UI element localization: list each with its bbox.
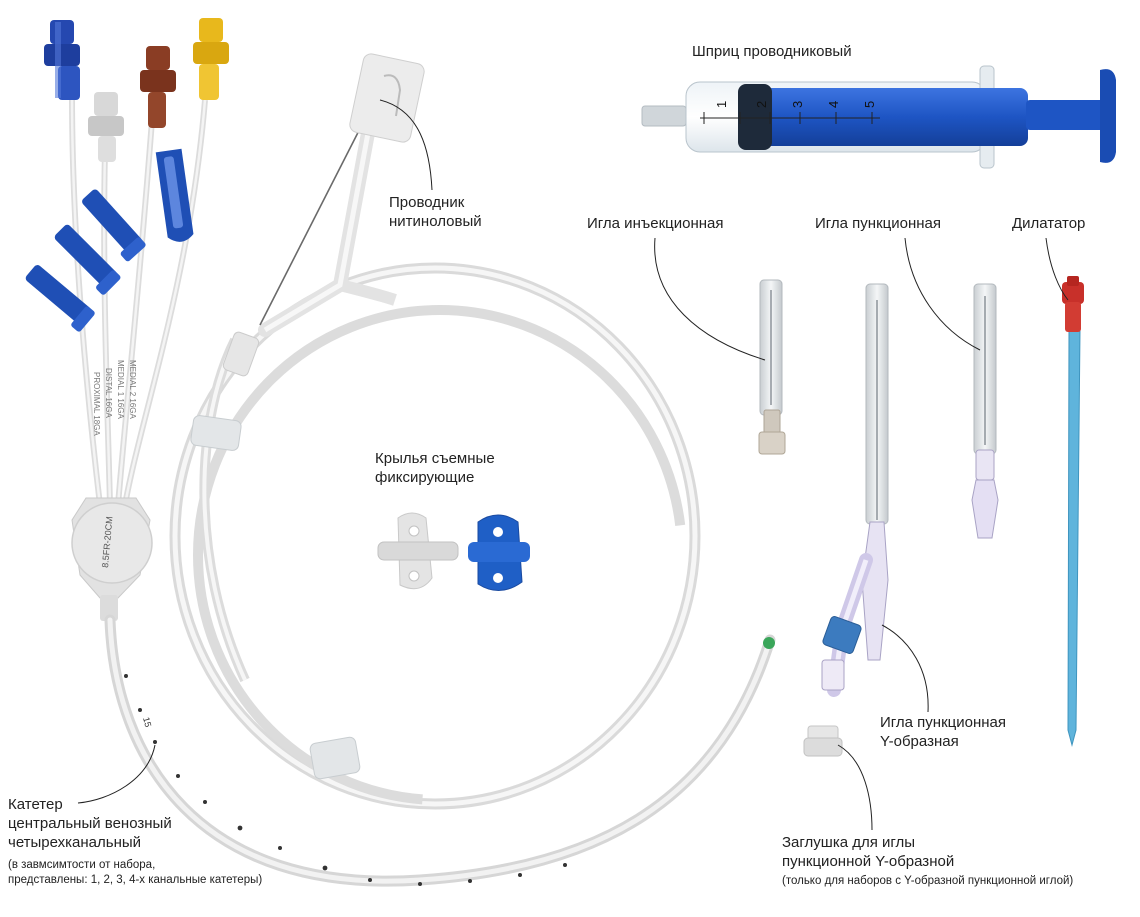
catheter-marks xyxy=(124,674,567,886)
clamp-1 xyxy=(25,265,95,332)
wings-label-line2: фиксирующие xyxy=(375,469,475,486)
cap-brown xyxy=(140,46,176,128)
injection-needle xyxy=(758,279,786,455)
scale-2: 2 xyxy=(754,101,769,108)
wing-white xyxy=(377,512,459,590)
lumen-print-4: PROXIMAL 18GA xyxy=(92,372,101,436)
guidewire-label-line2: нитиноловый xyxy=(389,213,482,230)
clamp-4 xyxy=(155,148,194,242)
wings-label-line1: Крылья съемные xyxy=(375,450,495,467)
cap-white xyxy=(88,92,124,162)
puncture-needle-label-text: Игла пункционная xyxy=(815,215,941,232)
catheter-label: Катетер центральный венозный четырехкана… xyxy=(8,795,172,852)
cap-yellow xyxy=(193,18,229,100)
depth-mark: 15 xyxy=(141,716,153,728)
catheter-note: (в завмсимтости от набора, представлены:… xyxy=(8,858,262,888)
catheter-note-line1: (в завмсимтости от набора, xyxy=(8,859,156,871)
guidewire-label: Проводник нитиноловый xyxy=(389,193,482,231)
puncture-needle-label: Игла пункционная xyxy=(815,214,941,233)
catheter-hub: 8.5FR-20CM xyxy=(71,497,153,621)
scale-5: 5 xyxy=(862,101,877,108)
lumen-print-1: MEDIAL 2 16GA xyxy=(128,360,137,420)
scale-4: 4 xyxy=(826,101,841,108)
cap-blue xyxy=(44,20,80,100)
catheter-note-line2: представлены: 1, 2, 3, 4-х канальные кат… xyxy=(8,874,263,886)
plug-label-line1: Заглушка для иглы xyxy=(782,834,916,851)
hub-print: 8.5FR-20CM xyxy=(100,516,114,568)
central-venous-catheter: MEDIAL 2 16GA MEDIAL 1 16GA DISTAL 16GA … xyxy=(25,18,776,887)
plug-label-line2: пункционной Y-образной xyxy=(782,853,955,870)
catheter-label-line1: Катетер xyxy=(8,796,63,813)
y-puncture-needle xyxy=(821,283,889,697)
syringe-label-text: Шприц проводниковый xyxy=(692,43,852,60)
lumen-print-2: MEDIAL 1 16GA xyxy=(116,360,125,420)
injection-needle-label-text: Игла инъекционная xyxy=(587,215,724,232)
scale-1: 1 xyxy=(714,101,729,108)
guidewire-label-line1: Проводник xyxy=(389,194,465,211)
clamp-2 xyxy=(54,224,121,295)
syringe-label: Шприц проводниковый xyxy=(692,42,852,61)
y-needle-label-line1: Игла пункционная xyxy=(880,714,1006,731)
guidewire-syringe: 1 2 3 4 5 xyxy=(641,65,1116,169)
scale-3: 3 xyxy=(790,101,805,108)
y-needle-label-line2: Y-образная xyxy=(880,733,959,750)
dilator xyxy=(1062,276,1084,747)
puncture-needle xyxy=(971,283,999,539)
wing-blue xyxy=(468,514,530,591)
plug-note-text: (только для наборов с Y-образной пункцио… xyxy=(782,875,1074,887)
plug xyxy=(803,725,843,757)
dilator-label-text: Дилататор xyxy=(1012,215,1086,232)
lumen-print-3: DISTAL 16GA xyxy=(104,368,113,418)
catheter-label-line3: четырехканальный xyxy=(8,834,142,851)
dilator-label: Дилататор xyxy=(1012,214,1085,233)
plug-note: (только для наборов с Y-образной пункцио… xyxy=(782,874,1073,889)
wings-label: Крылья съемные фиксирующие xyxy=(375,449,495,487)
clamp-3 xyxy=(82,189,146,262)
injection-needle-label: Игла инъекционная xyxy=(587,214,723,233)
removable-fixing-wings xyxy=(377,512,530,591)
nitinol-guidewire xyxy=(169,53,701,810)
plug-label: Заглушка для иглы пункционной Y-образной xyxy=(782,833,954,871)
y-needle-label: Игла пункционная Y-образная xyxy=(880,713,1006,751)
syringe-scale xyxy=(700,112,880,124)
catheter-label-line2: центральный венозный xyxy=(8,815,172,832)
leader-lines xyxy=(77,99,1069,831)
